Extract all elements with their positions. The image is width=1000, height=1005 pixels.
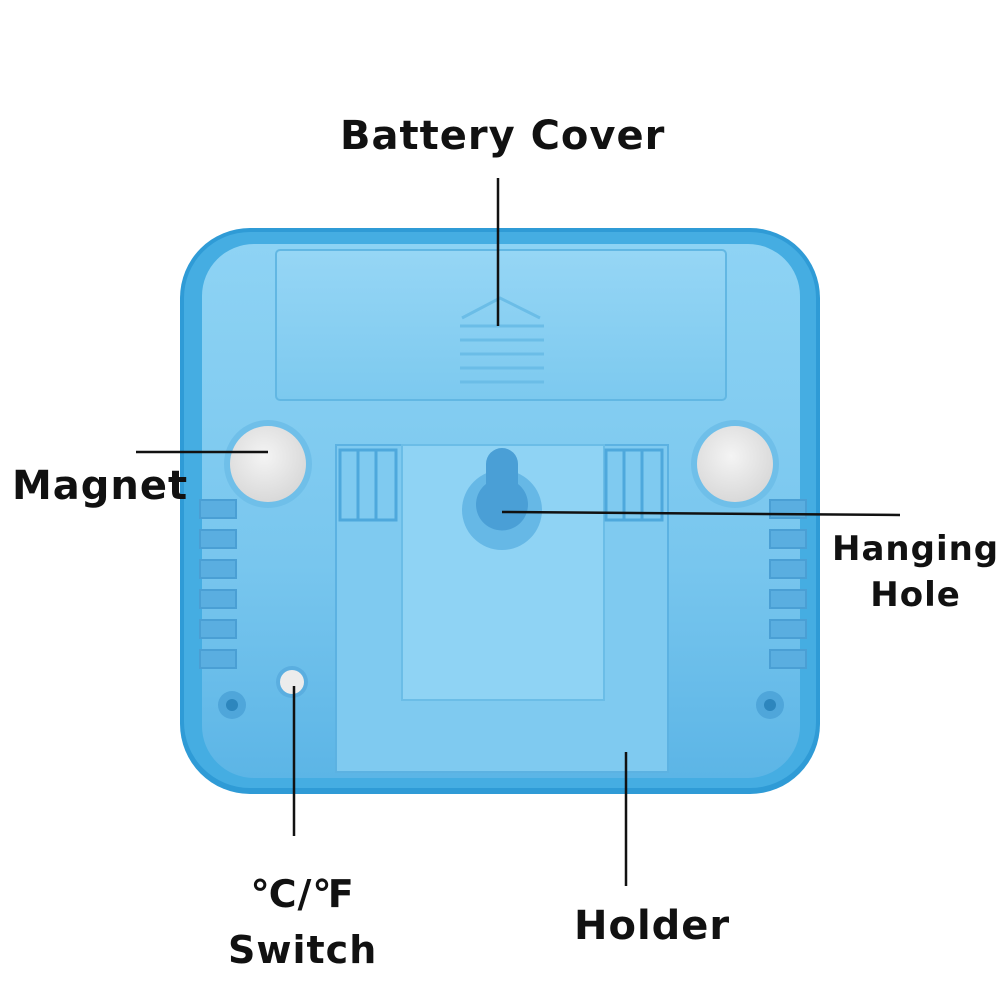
label-battery-cover: Battery Cover — [340, 113, 666, 159]
label-hanging-hole-line2: Hole — [870, 575, 961, 615]
temperature-switch-button — [280, 670, 304, 694]
label-magnet: Magnet — [12, 463, 189, 509]
vents-right — [769, 499, 807, 669]
magnet-right-disc — [697, 426, 773, 502]
label-switch-line2: Switch — [228, 928, 378, 972]
vents-left — [199, 499, 237, 669]
screw-hole-left-center — [226, 699, 238, 711]
leader-hanging-hole — [501, 510, 901, 517]
screw-hole-right-center — [764, 699, 776, 711]
hanging-hole-keyhole — [476, 448, 528, 531]
holder-hinges — [338, 448, 664, 522]
battery-cover-grip — [460, 296, 544, 384]
label-switch-line1: ℃/℉ — [250, 872, 355, 916]
label-hanging-hole-line1: Hanging — [832, 529, 1000, 569]
label-temperature-switch: ℃/℉ Switch — [228, 866, 377, 978]
label-hanging-hole: Hanging Hole — [832, 526, 999, 618]
label-holder: Holder — [574, 903, 731, 949]
leader-lines — [136, 178, 901, 886]
magnet-left-disc — [230, 426, 306, 502]
